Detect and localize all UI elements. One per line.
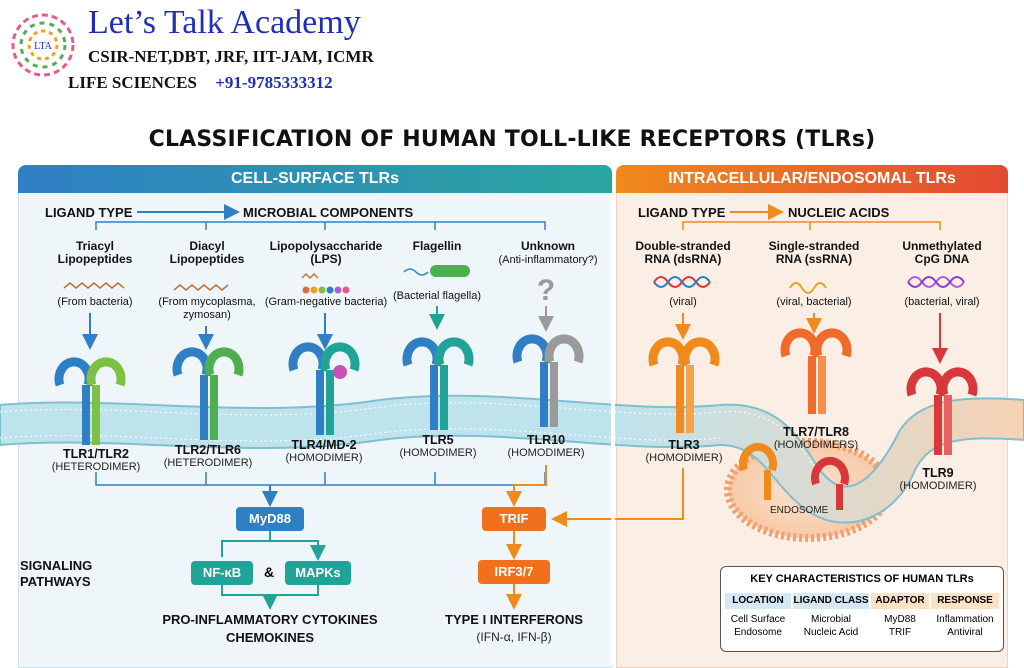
ic-ligand-type: LIGAND TYPE [638, 205, 726, 220]
endosomal-receptor-left [739, 442, 777, 500]
cs-ligand-type: LIGAND TYPE [45, 205, 133, 220]
mapks-node: MAPKs [285, 561, 351, 585]
receptor-name: TLR2/TLR6 [175, 443, 241, 457]
ligand-name: Unknown [521, 239, 575, 253]
key-characteristics-table: KEY CHARACTERISTICS OF HUMAN TLRs LOCATI… [720, 566, 1004, 652]
flagellin-icon [403, 265, 470, 277]
ligand-source: (From mycoplasma, zymosan) [158, 296, 256, 321]
cpg-dna-icon [907, 276, 965, 288]
academy-exams: CSIR-NET,DBT, JRF, IIT-JAM, ICMR [88, 47, 374, 66]
receptor-type: (HOMODIMER) [899, 480, 977, 492]
receptor-name: TLR5 [422, 433, 454, 447]
ligand-source: (From bacteria) [57, 296, 133, 308]
ligand-source: (Anti-inflammatory?) [498, 254, 598, 266]
tlr4-md2-receptor [288, 342, 360, 435]
ligand-name: Flagellin [412, 239, 462, 253]
lps-icon [301, 272, 350, 294]
cell-membrane [0, 394, 1024, 524]
tlr9-receptor [906, 367, 978, 455]
receptor-type: (HETERODIMER) [51, 461, 141, 473]
tlr2-tlr6-receptor [172, 347, 244, 440]
academy-subject-line: LIFE SCIENCES +91-9785333312 [68, 73, 333, 93]
cytokines-output: PRO-INFLAMMATORY CYTOKINES [162, 612, 378, 627]
tlr7-tlr8-receptor [780, 328, 852, 414]
cell-surface-header: CELL-SURFACE TLRs [18, 165, 612, 193]
receptor-name: TLR7/TLR8 [783, 425, 849, 439]
ligand-name: Double-stranded RNA (dsRNA) [635, 239, 731, 266]
tlr1-tlr2-receptor [54, 357, 126, 445]
ligand-name: Triacyl Lipopeptides [57, 239, 133, 266]
receptor-name: TLR4/MD-2 [291, 438, 357, 452]
ssrna-icon [789, 282, 827, 294]
academy-subject: LIFE SCIENCES [68, 73, 197, 92]
academy-phone: +91-9785333312 [215, 73, 333, 92]
ligand-source: (viral) [669, 296, 697, 308]
interferons-output: TYPE I INTERFERONS [445, 612, 583, 627]
receptor-name: TLR3 [668, 438, 700, 452]
ligand-name: Unmethylated CpG DNA [902, 239, 982, 266]
tlr10-receptor [512, 334, 584, 427]
receptor-name: TLR9 [922, 466, 954, 480]
receptor-type: (HOMODIMER) [507, 447, 585, 459]
irf-node: IRF3/7 [478, 560, 550, 584]
table-header: ADAPTOR [871, 593, 929, 609]
ligand-name: Diacyl Lipopeptides [169, 239, 245, 266]
ligand-source: (Gram-negative bacteria) [264, 296, 388, 308]
endosomal-receptor-right [811, 456, 849, 510]
nfkb-node: NF-κB [191, 561, 253, 585]
table-title: KEY CHARACTERISTICS OF HUMAN TLRs [750, 573, 974, 585]
interferons-types: (IFN-α, IFN-β) [476, 630, 552, 644]
ligand-source: (viral, bacterial) [776, 296, 852, 308]
ic-ligand-class: NUCLEIC ACIDS [788, 205, 890, 220]
table-header: RESPONSE [931, 593, 999, 609]
chemokines-output: CHEMOKINES [225, 630, 315, 645]
unknown-question-icon: ? [537, 274, 555, 307]
table-header: LOCATION [725, 593, 791, 609]
receptor-type: (HETERODIMER) [163, 457, 253, 469]
tlr5-receptor [402, 337, 474, 430]
ligand-name: Single-stranded RNA (ssRNA) [768, 239, 860, 266]
myd88-node: MyD88 [236, 507, 304, 531]
main-title: CLASSIFICATION OF HUMAN TOLL-LIKE RECEPT… [148, 127, 876, 152]
intracellular-header: INTRACELLULAR/ENDOSOMAL TLRs [616, 165, 1008, 193]
ligand-source: (Bacterial flagella) [392, 290, 482, 302]
receptor-type: (HOMODIMER) [645, 452, 723, 464]
tlr3-receptor [648, 337, 720, 433]
academy-title: Let’s Talk Academy [88, 4, 361, 41]
receptor-name: TLR1/TLR2 [63, 447, 129, 461]
trif-node: TRIF [482, 507, 546, 531]
receptor-type: (HOMODIMER) [399, 447, 477, 459]
endosome-label: ENDOSOME [770, 505, 829, 516]
receptor-type: (HOMODIMER) [285, 452, 363, 464]
and-symbol: & [264, 564, 275, 580]
ligand-source: (bacterial, viral) [904, 296, 980, 308]
ligand-name: Lipopolysaccharide (LPS) [269, 239, 383, 266]
receptor-name: TLR10 [526, 433, 566, 447]
signaling-label: SIGNALING PATHWAYS [20, 558, 93, 589]
logo-text: LTA [34, 41, 52, 52]
academy-logo: LTA [4, 6, 82, 84]
table-header: LIGAND CLASS [793, 593, 869, 609]
dsrna-icon [653, 276, 711, 288]
cs-ligand-class: MICROBIAL COMPONENTS [243, 205, 414, 220]
receptor-type: (HOMODIMERS) [773, 439, 859, 451]
